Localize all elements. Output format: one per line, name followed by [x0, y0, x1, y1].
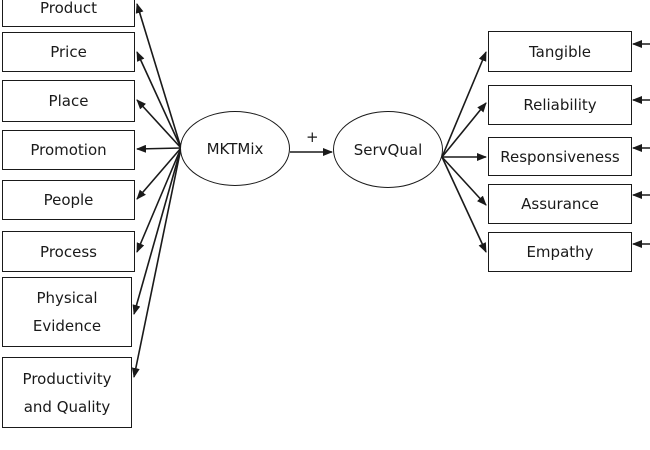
arrow-to-promotion: [136, 144, 182, 153]
indicator-physical-evidence: Physical Evidence: [2, 277, 132, 347]
arrow-to-process: [136, 147, 182, 253]
indicator-promotion-label: Promotion: [30, 141, 107, 159]
indicator-physical-evidence-label: Physical Evidence: [32, 289, 102, 335]
indicator-price-label: Price: [50, 43, 87, 61]
indicator-product: Product: [2, 0, 135, 27]
arrow-to-tangible: [441, 51, 487, 158]
arrow-to-place: [136, 99, 182, 149]
arrow-to-productivity-and-quality: [131, 147, 182, 378]
servqual-label: ServQual: [353, 140, 423, 159]
indicator-people: People: [2, 180, 135, 220]
indicator-reliability-label: Reliability: [523, 96, 597, 114]
indicator-process-label: Process: [40, 242, 97, 261]
mktmix-construct: MKTMix: [180, 111, 290, 186]
indicator-productivity-and-quality: Productivity and Quality: [2, 357, 132, 428]
indicator-place: Place: [2, 80, 135, 122]
indicator-place-label: Place: [48, 92, 89, 110]
arrow-to-price: [136, 51, 182, 149]
indicator-product-label: Product: [40, 0, 97, 17]
plus-sign: +: [306, 128, 319, 146]
indicator-tangible-label: Tangible: [529, 42, 591, 61]
indicator-productivity-and-quality-label: Productivity and Quality: [22, 369, 112, 416]
indicator-assurance-label: Assurance: [521, 195, 599, 213]
arrow-to-reliability: [441, 102, 487, 158]
indicator-process: Process: [2, 231, 135, 272]
arrow-to-product: [135, 3, 182, 149]
indicator-tangible: Tangible: [488, 31, 632, 72]
servqual-construct: ServQual: [333, 111, 443, 188]
arrow-to-people: [136, 147, 182, 200]
indicator-promotion: Promotion: [2, 130, 135, 170]
indicator-empathy-label: Empathy: [526, 243, 594, 261]
indicator-responsiveness-label: Responsiveness: [500, 147, 620, 166]
indicator-responsiveness: Responsiveness: [488, 137, 632, 176]
arrow-to-empathy: [441, 156, 487, 253]
indicator-empathy: Empathy: [488, 232, 632, 272]
indicator-price: Price: [2, 32, 135, 72]
indicator-reliability: Reliability: [488, 85, 632, 125]
mktmix-label: MKTMix: [206, 139, 264, 158]
indicator-people-label: People: [43, 191, 94, 209]
arrow-to-assurance: [441, 156, 487, 206]
arrow-to-physical-evidence: [132, 147, 182, 315]
indicator-assurance: Assurance: [488, 184, 632, 224]
